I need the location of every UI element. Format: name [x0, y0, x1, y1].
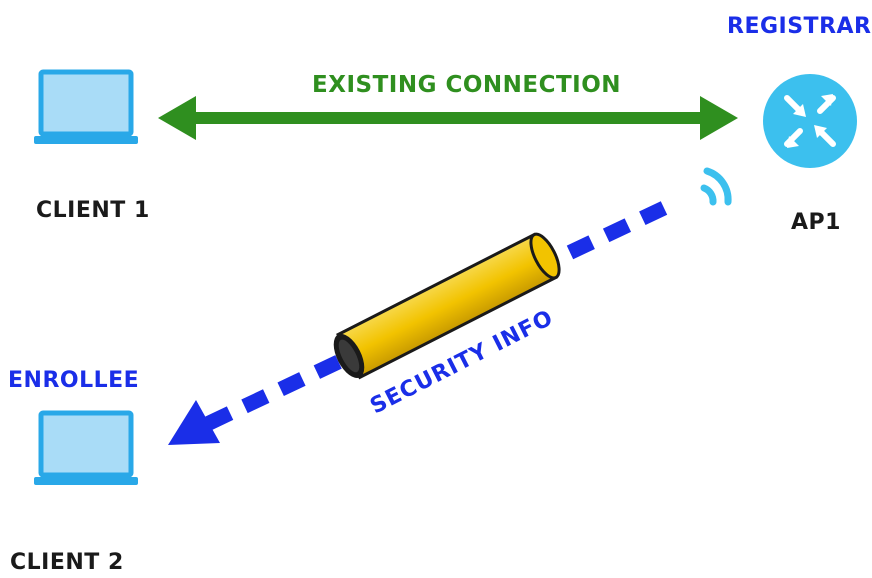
client1-laptop-icon	[34, 69, 138, 144]
existing-connection-arrow	[158, 96, 738, 140]
client2-laptop-icon	[34, 410, 138, 485]
enrollee-label: ENROLLEE	[8, 368, 140, 393]
existing-connection-label: EXISTING CONNECTION	[312, 72, 622, 98]
client2-label: CLIENT 2	[10, 550, 124, 575]
ap1-router-icon	[763, 74, 857, 168]
ap1-label: AP1	[791, 210, 841, 235]
wifi-signal-icon	[700, 167, 732, 206]
client1-label: CLIENT 1	[36, 198, 150, 223]
registrar-label: REGISTRAR	[727, 14, 872, 39]
security-tube-icon	[333, 232, 561, 380]
